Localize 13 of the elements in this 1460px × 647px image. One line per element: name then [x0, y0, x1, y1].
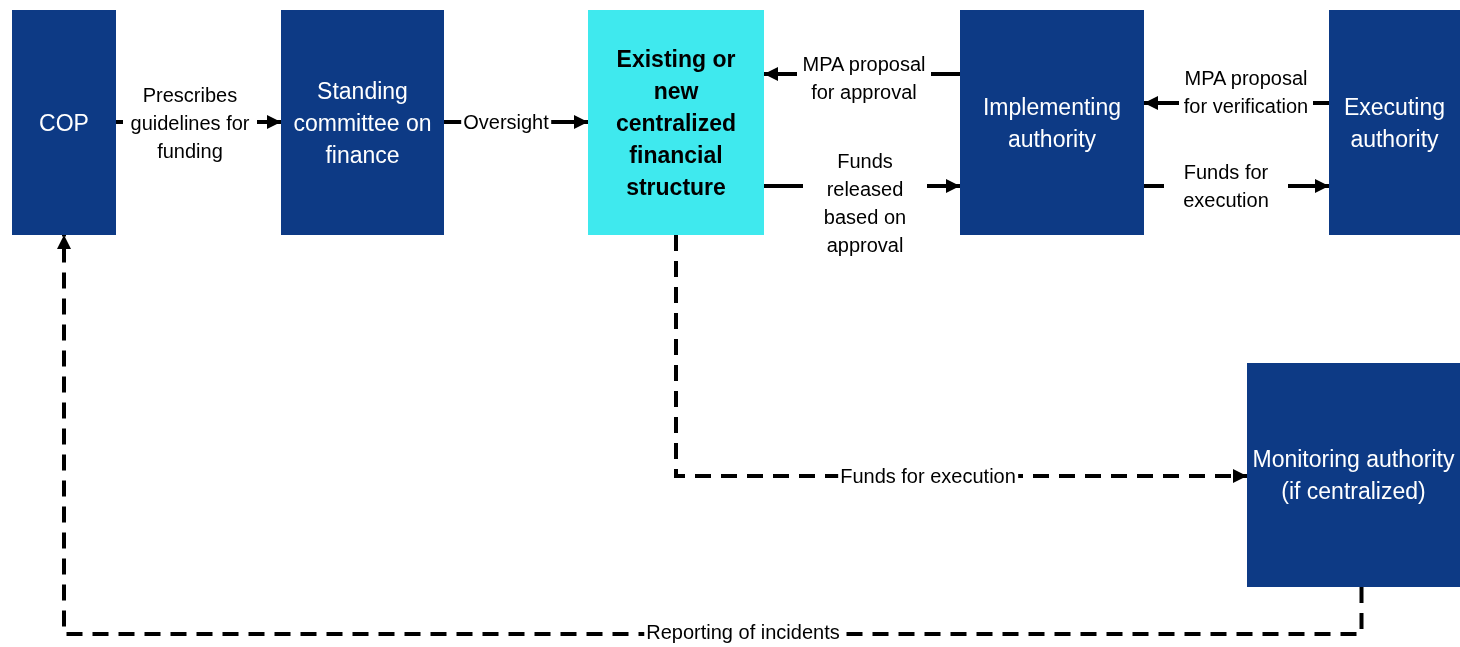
box-label: Monitoring authority (if centralized)	[1251, 445, 1456, 506]
box-label: COP	[39, 108, 89, 138]
process-box	[588, 10, 764, 235]
box-label: Existing or new centralized financial structure	[614, 44, 738, 202]
box-label: Implementing authority	[981, 92, 1123, 154]
process-box	[12, 10, 116, 235]
box-label: Standing committee on finance	[292, 76, 433, 170]
process-box	[1329, 10, 1460, 235]
process-box	[960, 10, 1144, 235]
process-box	[281, 10, 444, 235]
process-box	[1247, 363, 1460, 587]
arrow	[57, 235, 1364, 636]
box-label: Executing authority	[1343, 92, 1446, 154]
